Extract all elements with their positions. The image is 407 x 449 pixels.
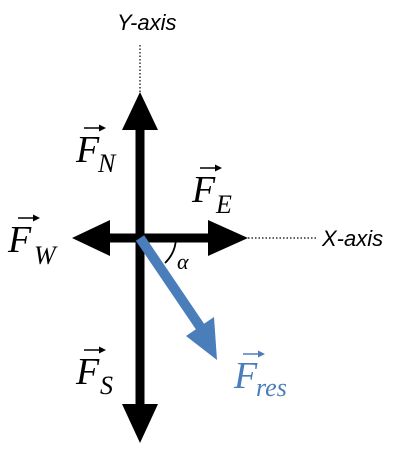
force-south-arrow: [122, 236, 158, 443]
force-south-subscript: S: [100, 371, 113, 400]
force-north-subscript: N: [97, 149, 117, 178]
angle-arc: [164, 237, 177, 264]
force-resultant-subscript: res: [256, 373, 287, 402]
force-north-arrow: [122, 92, 158, 240]
force-resultant-arrow: [135, 235, 217, 360]
force-west-arrow: [72, 220, 144, 256]
force-west-label: F W: [7, 214, 58, 270]
force-south-letter: F: [75, 351, 100, 393]
x-axis-label: X-axis: [321, 226, 383, 251]
force-east-subscript: E: [215, 190, 232, 219]
y-axis-label: Y-axis: [117, 10, 177, 35]
force-east-arrow: [136, 220, 248, 256]
force-resultant-letter: F: [233, 355, 258, 397]
force-west-subscript: W: [34, 241, 58, 270]
force-west-letter: F: [7, 219, 32, 261]
angle-label: α: [177, 249, 189, 274]
force-resultant-label: F res: [233, 350, 287, 402]
force-north-label: F N: [75, 124, 117, 178]
force-east-label: F E: [191, 164, 232, 219]
force-south-label: F S: [75, 346, 113, 400]
force-north-letter: F: [75, 129, 100, 171]
force-east-letter: F: [191, 169, 216, 211]
